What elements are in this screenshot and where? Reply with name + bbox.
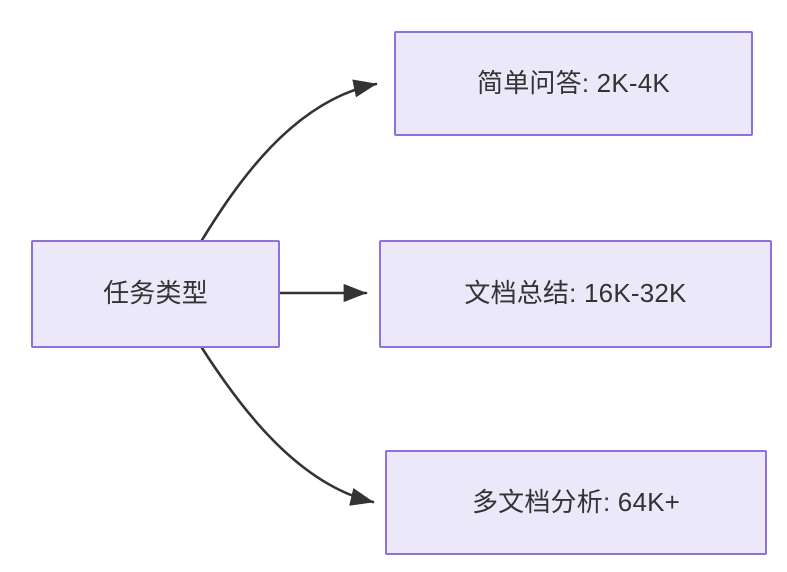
- node-task-type-label: 任务类型: [103, 278, 208, 309]
- node-simple-qa-label: 简单问答: 2K-4K: [477, 67, 670, 98]
- node-multi-doc[interactable]: 多文档分析: 64K+: [385, 450, 767, 555]
- edge-task-type-to-multi-doc: [200, 346, 375, 506]
- node-multi-doc-label: 多文档分析: 64K+: [471, 486, 681, 517]
- node-simple-qa[interactable]: 简单问答: 2K-4K: [394, 31, 753, 136]
- edge-task-type-to-simple-qa: [200, 79, 378, 242]
- node-task-type[interactable]: 任务类型: [31, 240, 280, 348]
- node-doc-summary[interactable]: 文档总结: 16K-32K: [379, 240, 772, 348]
- node-doc-summary-label: 文档总结: 16K-32K: [464, 278, 687, 309]
